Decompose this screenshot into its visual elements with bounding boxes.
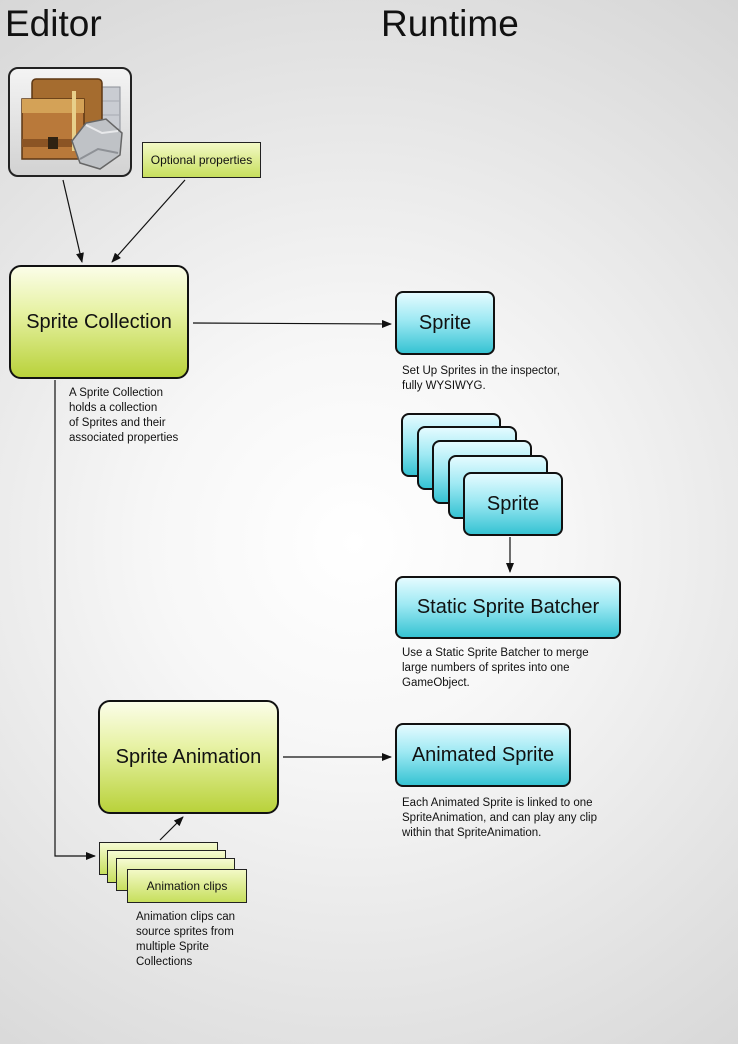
animation-clips-tag: Animation clips (127, 869, 247, 903)
editor-column-title: Editor (5, 3, 102, 44)
arrow-thumbnail-to-collection (62, 179, 84, 263)
animated-sprite-note: Each Animated Sprite is linked to one Sp… (402, 797, 597, 839)
optional-properties-tag: Optional properties (142, 142, 261, 178)
arrow-collection-to-clips (54, 380, 96, 860)
static-sprite-batcher-box: Static Sprite Batcher (395, 576, 621, 639)
arrow-optional-to-collection (111, 179, 186, 263)
animation-clips-note: Animation clips can source sprites from … (136, 911, 236, 968)
runtime-column-title: Runtime (381, 3, 519, 44)
arrow-clips-to-animation (159, 816, 184, 841)
sprite-animation-box: Sprite Animation (98, 700, 279, 814)
sprite-box: Sprite (395, 291, 495, 355)
sprite-collection-thumbnail (8, 67, 132, 177)
static-sprite-batcher-note: Use a Static Sprite Batcher to merge lar… (402, 647, 589, 689)
arrow-collection-to-sprite (192, 319, 392, 328)
animated-sprite-box: Animated Sprite (395, 723, 571, 787)
sprite-note: Set Up Sprites in the inspector, fully W… (402, 365, 560, 392)
sprite-stack-front: Sprite (463, 472, 563, 536)
sprite-collection-box: Sprite Collection (9, 265, 189, 379)
sprite-collection-note: A Sprite Collection holds a collection o… (69, 387, 179, 444)
